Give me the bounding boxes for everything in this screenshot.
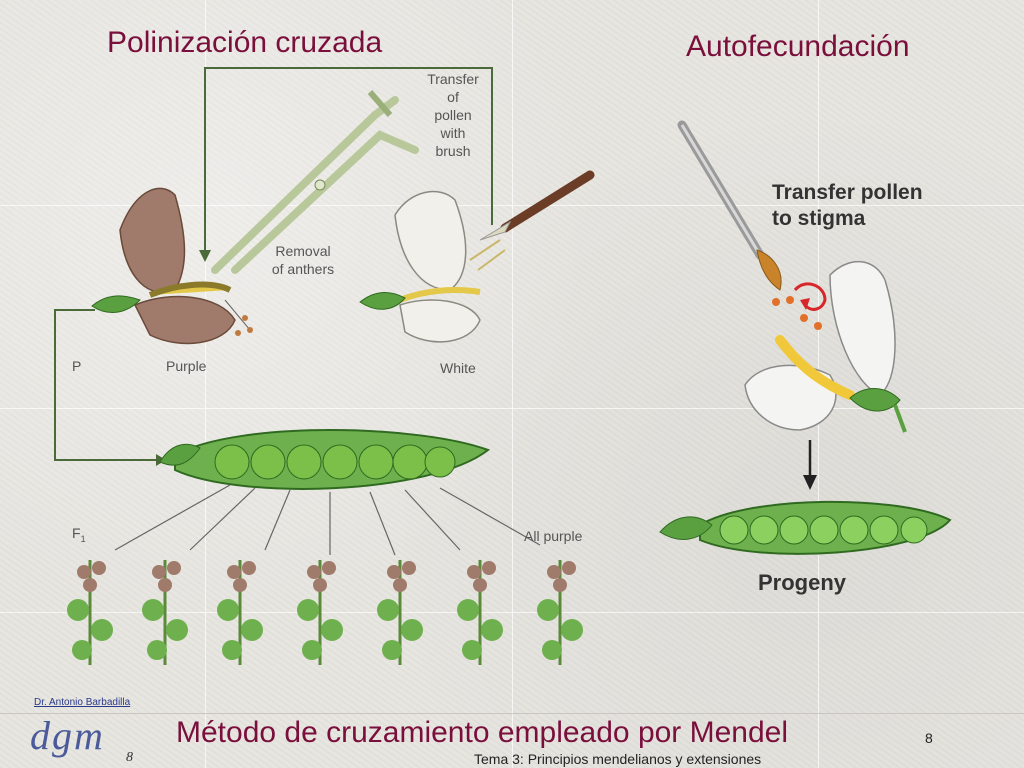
label-progeny: Progeny: [758, 570, 847, 595]
label-line: with: [440, 125, 466, 141]
pea-pod-f1: [159, 429, 491, 490]
label-f1-generation: F1: [72, 524, 86, 548]
footer-divider: [0, 713, 1024, 714]
redirect-arrow-icon: [793, 282, 827, 311]
title-cross-pollination: Polinización cruzada: [107, 26, 383, 59]
pea-plants-row: [67, 560, 583, 665]
label-line: Transfer: [427, 71, 479, 87]
self-fertilization-diagram: [659, 120, 952, 555]
brush-icon: [479, 170, 595, 241]
connector-arrow: [204, 67, 493, 255]
white-flower: [744, 260, 907, 433]
label-transfer-pollen-brush: Transfer of pollen with brush: [418, 70, 488, 160]
label-line: brush: [435, 143, 471, 159]
label-transfer-pollen-stigma: Transfer pollen to stigma: [772, 180, 923, 232]
cross-pollination-diagram: [54, 67, 952, 665]
label-line: to stigma: [772, 207, 866, 230]
forceps-icon: [211, 90, 419, 274]
connector-arrow: [54, 309, 160, 461]
page-number: 8: [925, 730, 933, 746]
brush-icon: [677, 120, 782, 291]
label-line: of: [447, 89, 459, 105]
label-purple: Purple: [166, 358, 207, 374]
author-link[interactable]: Dr. Antonio Barbadilla: [34, 697, 131, 708]
grid-line: [205, 0, 206, 768]
label-line: of anthers: [271, 261, 335, 277]
arrow-head: [199, 250, 211, 262]
label-line: Transfer pollen: [772, 181, 923, 204]
pea-pod-progeny: [659, 500, 952, 555]
purple-flower: [91, 187, 253, 345]
offspring-arrows: [114, 484, 541, 556]
label-removal-of-anthers: Removal of anthers: [260, 242, 346, 278]
dgm-logo: dgm: [30, 713, 105, 758]
label-line: pollen: [434, 107, 472, 123]
course-subtitle: Tema 3: Principios mendelianos y extensi…: [474, 751, 762, 767]
white-flower: [359, 190, 506, 343]
label-f-subscript: 1: [80, 533, 86, 544]
title-self-fertilization: Autofecundación: [686, 30, 910, 63]
slide-title: Método de cruzamiento empleado por Mende…: [176, 716, 789, 749]
label-white: White: [440, 360, 476, 376]
label-p-generation: P: [72, 358, 82, 374]
label-line: Removal: [275, 243, 331, 259]
label-f: F: [72, 525, 81, 541]
grid-line: [512, 0, 513, 768]
page-number-small: 8: [126, 750, 133, 765]
label-all-purple: All purple: [524, 528, 583, 544]
